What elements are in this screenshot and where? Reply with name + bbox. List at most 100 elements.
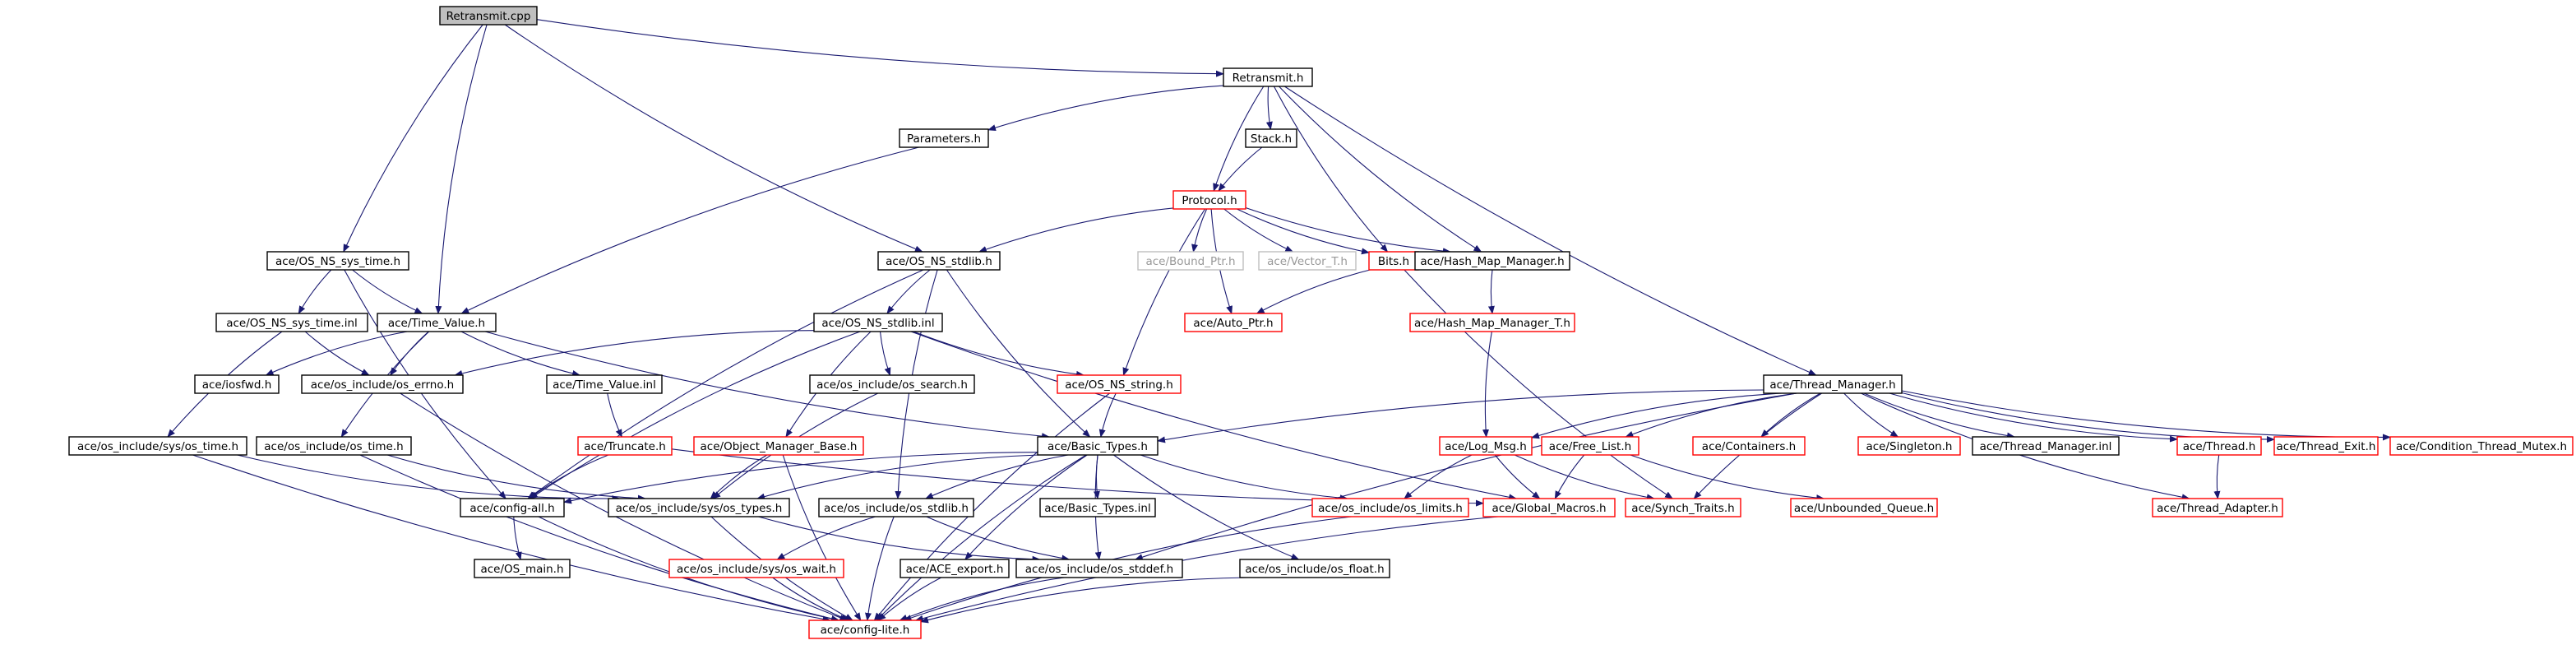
node-os-ns-sys-time-h[interactable]: ace/OS_NS_sys_time.h xyxy=(266,251,409,271)
node-os-main-h[interactable]: ace/OS_main.h xyxy=(474,559,571,578)
node-os-ns-stdlib-h[interactable]: ace/OS_NS_stdlib.h xyxy=(877,251,1001,271)
node-time-value-h[interactable]: ace/Time_Value.h xyxy=(377,313,497,332)
node-box xyxy=(1692,436,1806,456)
node-global-macros-h[interactable]: ace/Global_Macros.h xyxy=(1482,498,1616,517)
edge-config_all_h-to-os_main_h xyxy=(513,516,522,560)
node-box xyxy=(1311,498,1469,517)
node-protocol-h[interactable]: Protocol.h xyxy=(1172,190,1246,210)
edge-basic_types_h-to-config_lite_h xyxy=(876,454,1087,621)
node-label: Retransmit.h xyxy=(1233,72,1304,85)
edge-basic_types_h-to-ace_export_h xyxy=(964,454,1088,560)
node-os-ns-stdlib-inl[interactable]: ace/OS_NS_stdlib.inl xyxy=(813,313,943,332)
node-sys-os-wait-h[interactable]: ace/os_include/sys/os_wait.h xyxy=(668,559,844,578)
node-label: ace/Hash_Map_Manager.h xyxy=(1420,255,1564,268)
node-os-errno-h[interactable]: ace/os_include/os_errno.h xyxy=(301,374,464,394)
node-os-time-h[interactable]: ace/os_include/os_time.h xyxy=(256,436,412,456)
edge-os_ns_stdlib_h-to-os_ns_stdlib_inl xyxy=(886,269,931,314)
node-retransmit-cpp[interactable]: Retransmit.cpp xyxy=(439,6,538,26)
edge-thread_h-to-thread_adapter_h xyxy=(2213,454,2221,499)
node-thread-manager-inl[interactable]: ace/Thread_Manager.inl xyxy=(1972,436,2120,456)
node-sys-os-time-h[interactable]: ace/os_include/sys/os_time.h xyxy=(68,436,247,456)
edge-bits_h-to-synch_traits_h xyxy=(1404,269,1673,499)
edge-ace_export_h-to-config_lite_h xyxy=(877,577,942,621)
node-label: ace/os_include/os_limits.h xyxy=(1318,502,1463,515)
node-log-msg-h[interactable]: ace/Log_Msg.h xyxy=(1439,436,1533,456)
node-os-float-h[interactable]: ace/os_include/os_float.h xyxy=(1239,559,1390,578)
node-box xyxy=(1137,251,1244,271)
node-box xyxy=(1037,436,1159,456)
edge-truncate_h-to-config_all_h xyxy=(528,454,609,499)
edge-os_ns_stdlib_h-to-basic_types_h xyxy=(946,269,1091,438)
node-sys-os-types-h[interactable]: ace/os_include/sys/os_types.h xyxy=(608,498,790,517)
node-synch-traits-h[interactable]: ace/Synch_Traits.h xyxy=(1625,498,1741,517)
node-box xyxy=(1625,498,1741,517)
edge-time_value_h-to-iosfwd_h xyxy=(265,331,408,376)
edge-sys_os_time_h-to-config_lite_h xyxy=(192,454,831,623)
node-os-stdlib-h[interactable]: ace/os_include/os_stdlib.h xyxy=(818,498,974,517)
edge-protocol_h-to-vector_t_h xyxy=(1223,208,1294,253)
node-label: ace/Containers.h xyxy=(1702,440,1796,453)
node-box xyxy=(1015,559,1183,578)
edge-protocol_h-to-os_ns_string_h xyxy=(1122,208,1206,376)
node-bits-h[interactable]: Bits.h xyxy=(1368,251,1419,271)
node-condition-thread-mutex-h[interactable]: ace/Condition_Thread_Mutex.h xyxy=(2389,436,2574,456)
node-basic-types-h[interactable]: ace/Basic_Types.h xyxy=(1037,436,1159,456)
edge-retransmit_cpp-to-time_value_h xyxy=(435,24,488,314)
node-box xyxy=(1541,436,1639,456)
node-vector-t-h[interactable]: ace/Vector_T.h xyxy=(1258,251,1357,271)
node-containers-h[interactable]: ace/Containers.h xyxy=(1692,436,1806,456)
edge-object_manager_base_h-to-sys_os_types_h xyxy=(710,454,768,499)
node-thread-h[interactable]: ace/Thread.h xyxy=(2176,436,2262,456)
node-box xyxy=(194,374,280,394)
edge-log_msg_h-to-synch_traits_h xyxy=(1514,454,1655,501)
node-box xyxy=(1763,374,1903,394)
node-os-limits-h[interactable]: ace/os_include/os_limits.h xyxy=(1311,498,1469,517)
node-stack-h[interactable]: Stack.h xyxy=(1245,128,1297,148)
node-box xyxy=(809,374,975,394)
node-os-ns-sys-time-inl[interactable]: ace/OS_NS_sys_time.inl xyxy=(215,313,368,332)
node-label: ace/OS_NS_stdlib.h xyxy=(886,255,992,268)
node-os-stddef-h[interactable]: ace/os_include/os_stddef.h xyxy=(1015,559,1183,578)
node-box xyxy=(439,6,538,26)
node-parameters-h[interactable]: Parameters.h xyxy=(899,128,989,148)
node-label: ace/os_include/sys/os_time.h xyxy=(77,440,238,453)
node-retransmit-h[interactable]: Retransmit.h xyxy=(1223,67,1313,87)
node-iosfwd-h[interactable]: ace/iosfwd.h xyxy=(194,374,280,394)
node-os-search-h[interactable]: ace/os_include/os_search.h xyxy=(809,374,975,394)
node-label: ace/config-all.h xyxy=(469,502,554,515)
node-bound-ptr-h[interactable]: ace/Bound_Ptr.h xyxy=(1137,251,1244,271)
node-label: ace/Singleton.h xyxy=(1866,440,1952,453)
node-object-manager-base-h[interactable]: ace/Object_Manager_Base.h xyxy=(693,436,864,456)
edge-os_float_h-to-config_lite_h xyxy=(920,577,1248,624)
node-ace-export-h[interactable]: ace/ACE_export.h xyxy=(900,559,1010,578)
node-label: ace/Object_Manager_Base.h xyxy=(701,440,858,453)
node-label: ace/OS_NS_sys_time.h xyxy=(275,255,400,268)
node-hash-map-manager-t-h[interactable]: ace/Hash_Map_Manager_T.h xyxy=(1409,313,1575,332)
edge-thread_manager_h-to-singleton_h xyxy=(1843,392,1899,438)
edge-basic_types_h-to-config_all_h xyxy=(563,452,1038,504)
node-truncate-h[interactable]: ace/Truncate.h xyxy=(577,436,673,456)
node-box xyxy=(1039,498,1156,517)
node-singleton-h[interactable]: ace/Singleton.h xyxy=(1857,436,1961,456)
edge-free_list_h-to-unbounded_queue_h xyxy=(1630,454,1825,502)
node-hash-map-manager-h[interactable]: ace/Hash_Map_Manager.h xyxy=(1414,251,1570,271)
node-auto-ptr-h[interactable]: ace/Auto_Ptr.h xyxy=(1184,313,1283,332)
node-thread-adapter-h[interactable]: ace/Thread_Adapter.h xyxy=(2152,498,2283,517)
node-os-ns-string-h[interactable]: ace/OS_NS_string.h xyxy=(1057,374,1182,394)
node-thread-exit-h[interactable]: ace/Thread_Exit.h xyxy=(2273,436,2379,456)
node-label: ace/os_include/sys/os_wait.h xyxy=(677,563,836,576)
node-box xyxy=(2152,498,2283,517)
node-free-list-h[interactable]: ace/Free_List.h xyxy=(1541,436,1639,456)
node-box xyxy=(577,436,673,456)
node-unbounded-queue-h[interactable]: ace/Unbounded_Queue.h xyxy=(1790,498,1938,517)
node-label: ace/Global_Macros.h xyxy=(1491,502,1606,515)
node-thread-manager-h[interactable]: ace/Thread_Manager.h xyxy=(1763,374,1903,394)
node-config-lite-h[interactable]: ace/config-lite.h xyxy=(808,619,922,639)
node-box xyxy=(900,559,1010,578)
node-box xyxy=(1184,313,1283,332)
node-label: ace/Hash_Map_Manager_T.h xyxy=(1414,317,1570,330)
node-time-value-inl[interactable]: ace/Time_Value.inl xyxy=(546,374,663,394)
node-config-all-h[interactable]: ace/config-all.h xyxy=(460,498,565,517)
edge-os_ns_sys_time_h-to-os_ns_sys_time_inl xyxy=(298,269,332,314)
node-basic-types-inl[interactable]: ace/Basic_Types.inl xyxy=(1039,498,1156,517)
